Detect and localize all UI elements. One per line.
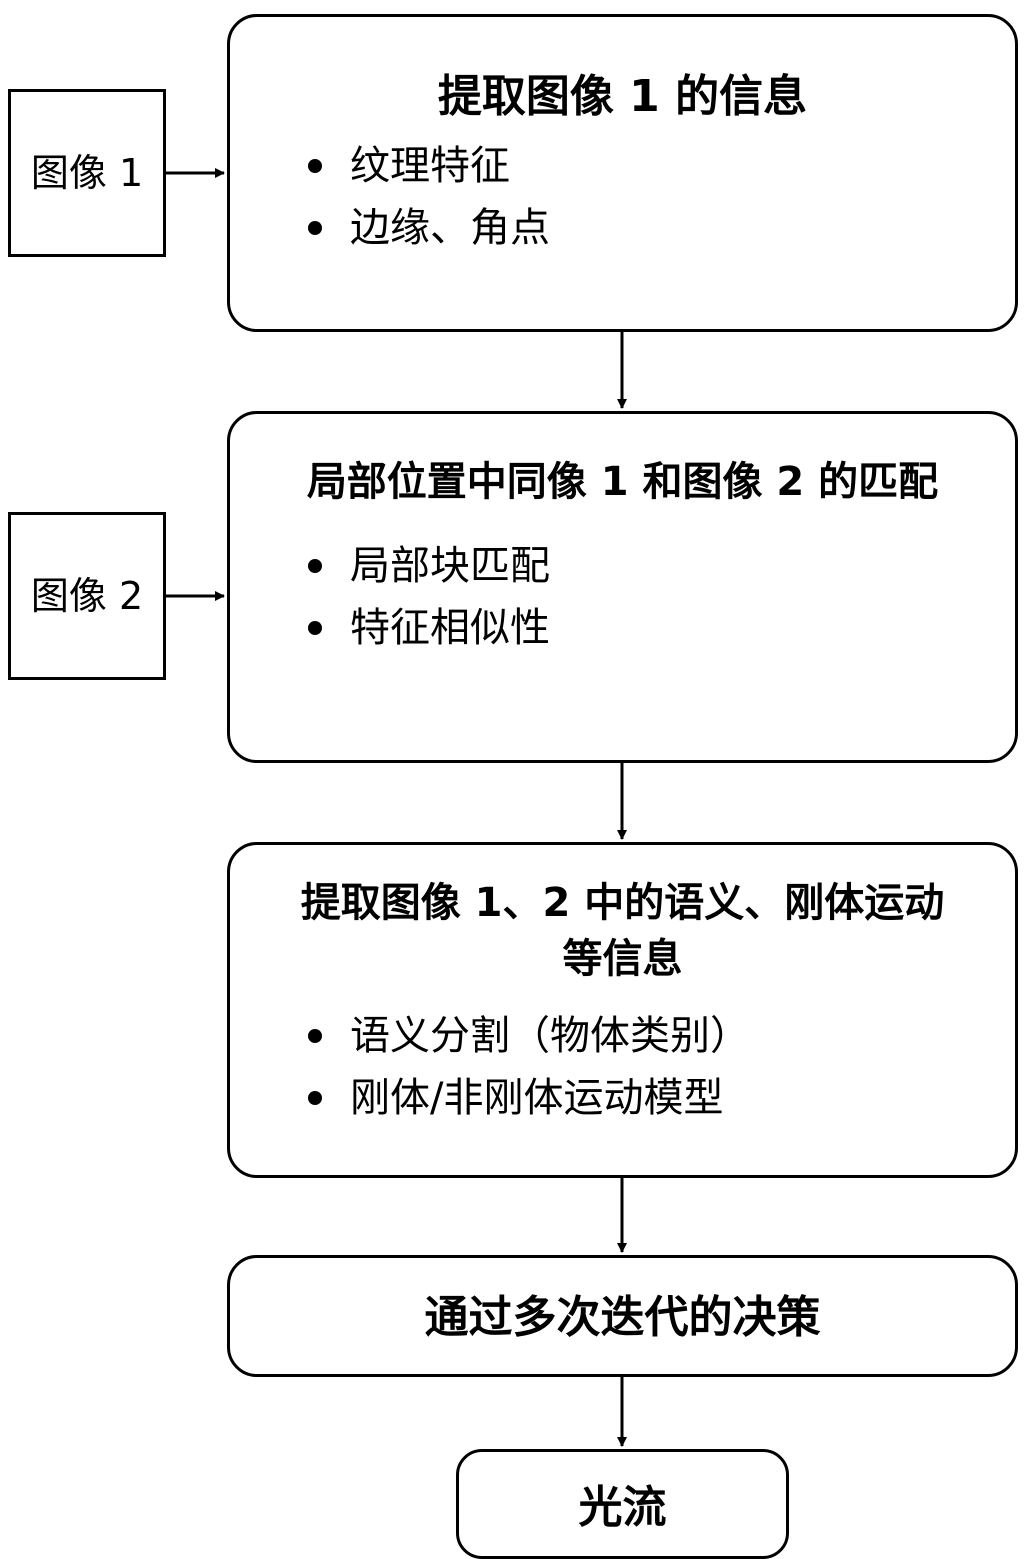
step-extract-image1-info: 提取图像 1 的信息 纹理特征 边缘、角点 [227,14,1018,332]
step-2-bullet-list: 局部块匹配 特征相似性 [308,535,1005,659]
input-image-2: 图像 2 [8,512,166,680]
step-extract-semantic-motion: 提取图像 1、2 中的语义、刚体运动 等信息 语义分割（物体类别） 刚体/非刚体… [227,842,1018,1178]
step-3-bullet-text: 刚体/非刚体运动模型 [350,1075,724,1121]
step-4-title: 通过多次迭代的决策 [424,1292,821,1343]
step-1-bullet-text: 边缘、角点 [350,205,550,251]
step-3-bullet-item: 语义分割（物体类别） [308,1005,1005,1067]
step-2-bullet-item: 局部块匹配 [308,535,1005,597]
step-3-bullet-item: 刚体/非刚体运动模型 [308,1067,1005,1129]
step-1-bullet-item: 纹理特征 [308,135,1005,197]
input-image-1: 图像 1 [8,89,166,257]
output-label: 光流 [578,1482,667,1533]
bullet-dot [308,1091,322,1105]
bullet-dot [308,159,322,173]
input-image-2-label: 图像 2 [30,574,144,618]
step-1-bullet-list: 纹理特征 边缘、角点 [308,135,1005,259]
step-2-title: 局部位置中同像 1 和图像 2 的匹配 [306,459,939,505]
step-iterative-decision: 通过多次迭代的决策 [227,1255,1018,1377]
step-2-bullet-text: 局部块匹配 [350,543,550,589]
step-2-bullet-text: 特征相似性 [350,605,550,651]
step-3-title-line-2: 等信息 [562,936,683,982]
step-2-bullet-item: 特征相似性 [308,597,1005,659]
bullet-dot [308,621,322,635]
input-image-1-label: 图像 1 [30,151,144,195]
step-3-bullet-list: 语义分割（物体类别） 刚体/非刚体运动模型 [308,1005,1005,1129]
bullet-dot [308,221,322,235]
step-3-title-line-1: 提取图像 1、2 中的语义、刚体运动 [300,880,945,926]
step-3-bullet-text: 语义分割（物体类别） [350,1013,750,1059]
bullet-dot [308,559,322,573]
step-1-title: 提取图像 1 的信息 [437,71,808,122]
bullet-dot [308,1029,322,1043]
output-optical-flow: 光流 [456,1449,789,1559]
step-local-matching: 局部位置中同像 1 和图像 2 的匹配 局部块匹配 特征相似性 [227,411,1018,763]
step-1-bullet-item: 边缘、角点 [308,197,1005,259]
step-1-bullet-text: 纹理特征 [350,143,510,189]
